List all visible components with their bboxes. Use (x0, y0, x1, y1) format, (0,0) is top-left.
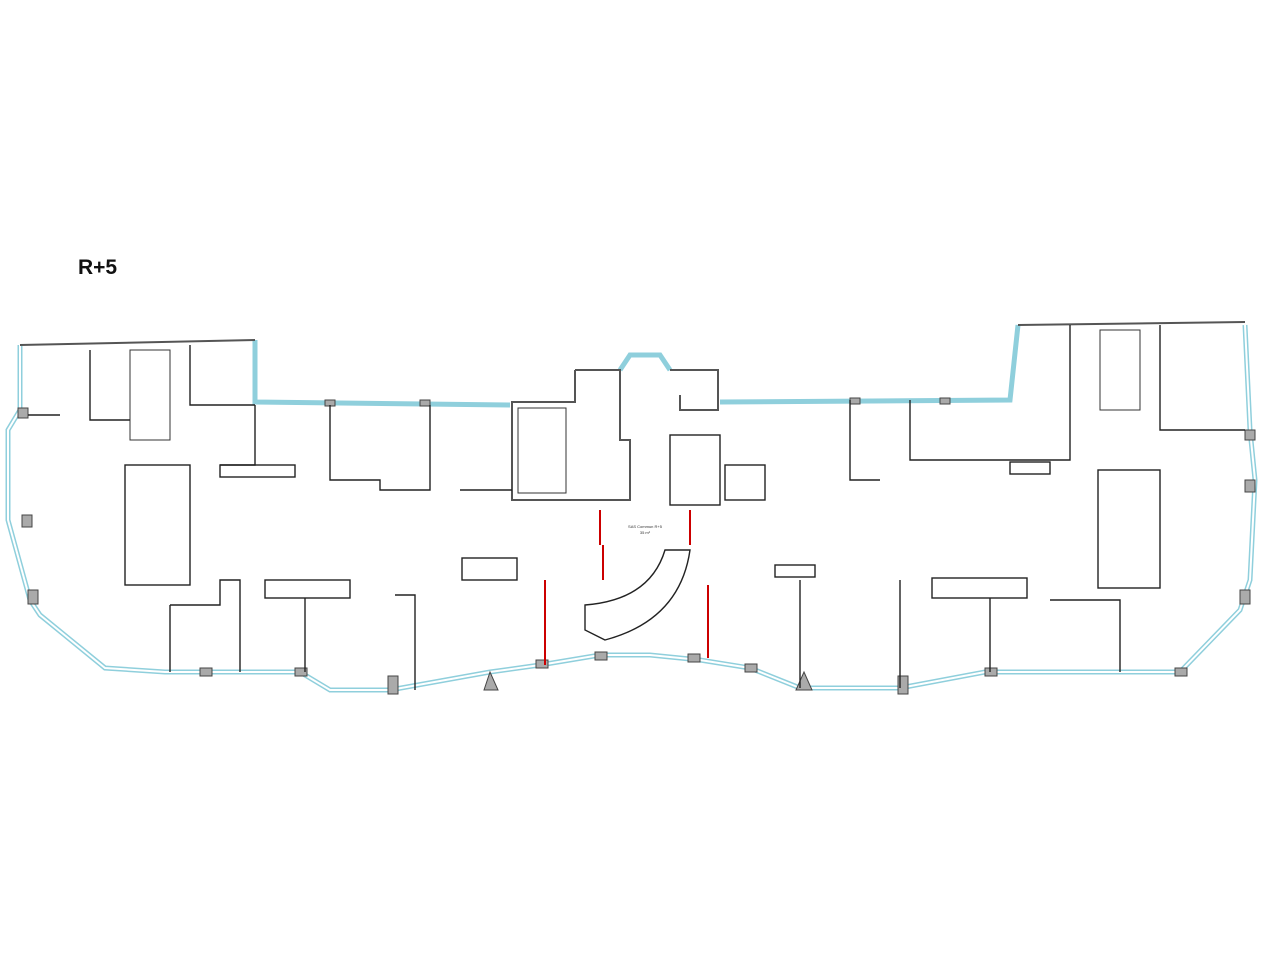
stairwells (129, 329, 1141, 641)
glazing-facade (5, 324, 1258, 693)
room-label: SAS Commun R+5 (628, 524, 663, 529)
exterior-walls (17, 321, 1256, 695)
interior-partitions (28, 325, 1245, 690)
level-label: R+5 (78, 256, 118, 279)
room-area: 35 m² (640, 530, 651, 535)
